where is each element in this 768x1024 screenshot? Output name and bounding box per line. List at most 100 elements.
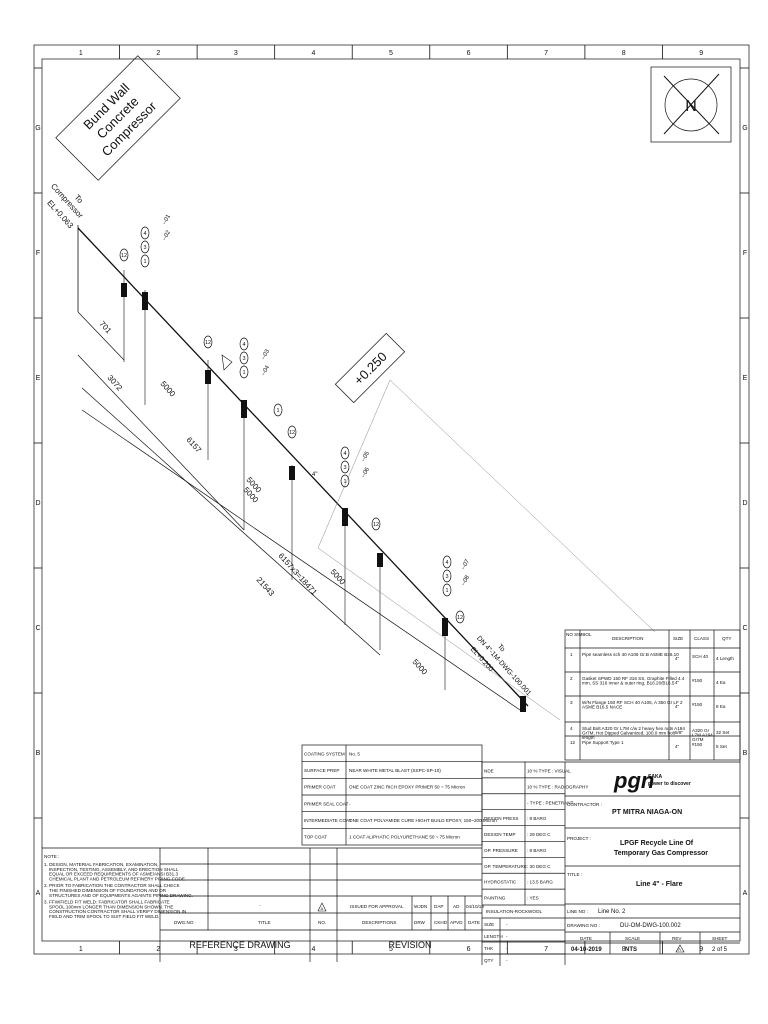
svg-text:3: 3: [242, 356, 245, 362]
spec-value: : 9 BARG: [527, 816, 547, 821]
bom-desc: Stud Bolt A320 Gr L7M c/w 2 heavy hex nu…: [582, 726, 685, 740]
svg-text:DWG.NO: DWG.NO: [174, 920, 194, 925]
svg-text:DRAWING NO :: DRAWING NO :: [567, 923, 600, 928]
svg-text:DU-OM-DWG-100.002: DU-OM-DWG-100.002: [620, 923, 681, 929]
bom-no: 12: [570, 740, 576, 745]
pipe-support-3: [289, 466, 295, 480]
grid-row-label: A: [743, 890, 748, 897]
grid-col-label: 2: [156, 50, 160, 57]
spec-label: NDE: [484, 768, 494, 773]
svg-text:A: A: [321, 906, 324, 911]
spec-value: : 30 DEG C: [527, 864, 551, 869]
grid-col-label: 2: [156, 946, 160, 953]
grid-row-label: B: [36, 750, 41, 757]
svg-text:Line 4" - Flare: Line 4" - Flare: [636, 881, 683, 888]
svg-text:ISSUED FOR APPROVAL: ISSUED FOR APPROVAL: [350, 904, 404, 909]
bom-class: #150: [692, 742, 703, 747]
grid-row-label: D: [35, 500, 40, 507]
spec-value: : 13.5 BARG: [527, 880, 553, 885]
svg-text:A: A: [678, 947, 681, 952]
bom-no: 2: [570, 676, 573, 681]
svg-text:3: 3: [143, 245, 146, 251]
svg-text:4: 4: [445, 560, 448, 566]
svg-text:Line No. 2: Line No. 2: [598, 909, 626, 915]
grid-row-label: F: [743, 250, 747, 257]
svg-text:CONTRACTOR :: CONTRACTOR :: [567, 802, 602, 807]
grid-col-label: 1: [79, 946, 83, 953]
grid-row-label: C: [35, 625, 40, 632]
svg-text:--01: --01: [162, 213, 173, 226]
grid-col-label: 4: [311, 50, 315, 57]
svg-text:SCALE: SCALE: [625, 936, 640, 941]
grid-row-label: G: [35, 125, 40, 132]
pipe-support-2: [205, 370, 211, 384]
svg-text:12: 12: [205, 340, 211, 346]
bom-no: 3: [570, 700, 573, 705]
sheet-frame: [33, 44, 750, 955]
svg-text:DAP: DAP: [434, 904, 443, 909]
bund-wall-label: Bund Wall Concrete Compressor: [55, 55, 181, 181]
pipe-fittings: [121, 283, 526, 712]
svg-text:12: 12: [373, 522, 379, 528]
size-value: -: [506, 934, 508, 939]
spec-value: : 8 BARG: [527, 848, 547, 853]
svg-text:--04: --04: [261, 364, 272, 377]
bom-class: SCH 40: [692, 654, 709, 659]
svg-text:QTY: QTY: [722, 636, 731, 641]
svg-text:NO SIMBOL: NO SIMBOL: [566, 632, 592, 637]
coating-label: COATING SYSTEM: [304, 751, 345, 756]
svg-text:701: 701: [98, 319, 114, 335]
to-compressor-label: To Compressor EL+0.063: [45, 182, 85, 231]
grid-col-label: 5: [389, 946, 393, 953]
svg-text:1: 1: [343, 479, 346, 485]
bom-qty: 5 Set: [716, 744, 727, 749]
svg-text:6157: 6157: [185, 435, 204, 455]
pipe-run: [77, 225, 656, 721]
size-value: -: [506, 922, 508, 927]
svg-text:1: 1: [242, 370, 245, 376]
coating-value: No. 5: [349, 751, 360, 756]
north-arrow: N: [650, 66, 732, 143]
grid-col-label: 8: [622, 946, 626, 953]
svg-text:--07: --07: [461, 558, 472, 571]
svg-text:--05: --05: [361, 450, 372, 463]
coating-value: ONE COAT POLYAMIDE CURE HIGHT BUILD EPOX…: [349, 818, 497, 823]
svg-text:1: 1: [445, 588, 448, 594]
spec-value: : YES: [527, 896, 539, 901]
svg-text:INSULATION-ROCKWOOL: INSULATION-ROCKWOOL: [486, 909, 543, 914]
svg-text:To: To: [496, 643, 506, 653]
flange-pair-2: [241, 400, 247, 418]
grid-row-label: B: [743, 750, 748, 757]
svg-text:DATE: DATE: [468, 920, 480, 925]
coating-value: ONE COAT ZINC RICH EPOXY PRIMER 50 ~ 75 …: [349, 785, 465, 790]
coating-label: PRIMER SEAL COAT: [304, 801, 349, 806]
grid-row-label: E: [743, 375, 748, 382]
svg-text:SHEET: SHEET: [712, 936, 728, 941]
svg-text:Temporary Gas Compressor: Temporary Gas Compressor: [614, 850, 708, 857]
bom-qty: 8 Ea: [716, 704, 726, 709]
note-item: 1. DESIGN, MATERIAL FABRICATION, EXAMINA…: [44, 862, 186, 881]
grid-col-label: 9: [699, 946, 703, 953]
bom-qty: 4 Length: [716, 656, 734, 661]
coating-value: -: [349, 801, 351, 806]
size-value: -: [506, 946, 508, 951]
grid-col-label: 1: [79, 50, 83, 57]
grid-col-label: 4: [311, 946, 315, 953]
size-label: SIZE: [484, 922, 494, 927]
coating-value: 1 COAT ALIPHATIC POLYURETHANE 50 ~ 75 Mi…: [349, 835, 460, 840]
svg-text:CLASS: CLASS: [694, 636, 709, 641]
svg-text:5000: 5000: [411, 657, 430, 677]
spec-value: : 29 DEG C: [527, 832, 551, 837]
svg-text:LPGF Recycle Line Of: LPGF Recycle Line Of: [620, 840, 694, 847]
svg-text:04-10-2019: 04-10-2019: [571, 947, 602, 953]
svg-text:TITLE :: TITLE :: [567, 872, 582, 877]
svg-text:--08: --08: [461, 574, 472, 587]
grid-col-label: 3: [234, 50, 238, 57]
svg-text:DESCRIPTION: DESCRIPTION: [612, 636, 643, 641]
bom-class: #150: [692, 678, 703, 683]
svg-text:12: 12: [289, 430, 295, 436]
grid-row-label: A: [36, 890, 41, 897]
